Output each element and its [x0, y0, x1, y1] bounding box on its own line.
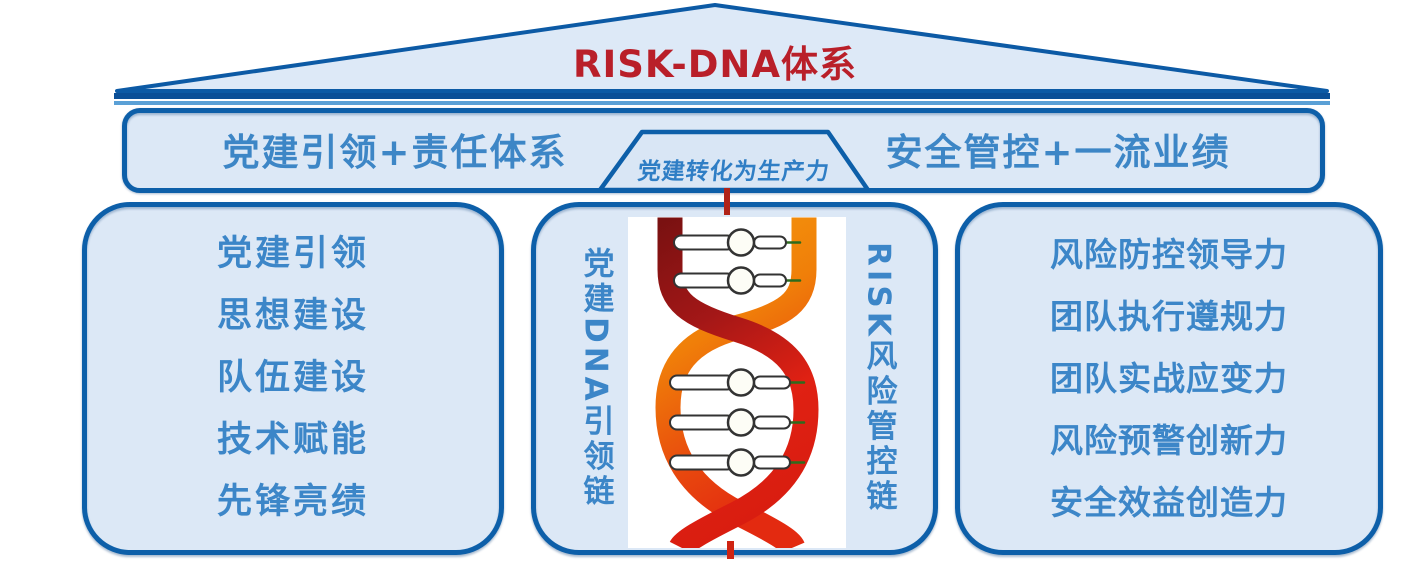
right-box-item: 团队执行遵规力	[1050, 296, 1288, 336]
left-pillar-list: 党建引领 思想建设 队伍建设 技术赋能 先锋亮绩	[87, 207, 499, 550]
diagram-title: RISK-DNA体系	[572, 43, 858, 86]
right-box-item: 风险防控领导力	[1050, 234, 1288, 274]
left-box-item: 党建引领	[216, 233, 369, 274]
dna-helix-image	[628, 217, 846, 555]
right-box-item: 团队实战应变力	[1050, 358, 1288, 398]
left-box-item: 队伍建设	[216, 357, 369, 398]
beam-left-label: 党建引领+责任体系	[222, 130, 568, 174]
middle-pillar-box: 党建DNA引领链	[531, 202, 938, 555]
trapezoid-shape	[597, 129, 871, 193]
trapezoid-label: 党建转化为生产力	[636, 159, 832, 185]
right-box-item: 风险预警创新力	[1050, 421, 1288, 461]
roof-triangle	[114, 3, 1330, 105]
left-box-item: 技术赋能	[216, 420, 369, 461]
right-pillar-box: 风险防控领导力 团队执行遵规力 团队实战应变力 风险预警创新力 安全效益创造力	[955, 202, 1383, 555]
left-pillar-box: 党建引领 思想建设 队伍建设 技术赋能 先锋亮绩	[82, 202, 504, 555]
dna-strand-tip-top	[724, 188, 730, 215]
beam-right-label: 安全管控+一流业绩	[885, 130, 1231, 174]
right-box-item: 安全效益创造力	[1050, 483, 1288, 523]
dna-helix-icon	[628, 217, 846, 555]
dna-strand-tip-bottom	[727, 541, 734, 559]
risk-control-chain-label: RISK风险管控链	[860, 242, 897, 515]
left-box-item: 思想建设	[216, 295, 369, 336]
right-pillar-list: 风险防控领导力 团队执行遵规力 团队实战应变力 风险预警创新力 安全效益创造力	[960, 207, 1378, 550]
party-dna-chain-label: 党建DNA引领链	[577, 247, 614, 510]
left-box-item: 先锋亮绩	[216, 482, 369, 523]
